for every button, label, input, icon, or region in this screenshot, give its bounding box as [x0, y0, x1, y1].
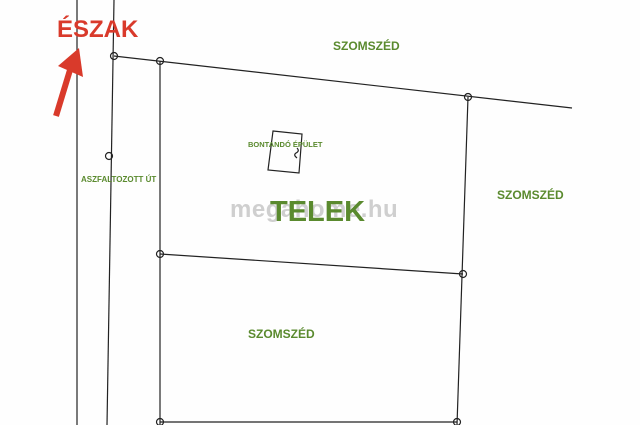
- survey-point: [155, 56, 165, 66]
- building-outline: [267, 130, 303, 174]
- label-road: ASZFALTOZOTT ÚT: [81, 175, 157, 184]
- label-plot: TELEK: [270, 196, 366, 228]
- north-arrow-icon: [53, 48, 83, 117]
- plot-east-boundary: [456, 96, 469, 425]
- building-mark: [294, 147, 299, 159]
- label-neighbor-bottom: SZOMSZÉD: [248, 327, 315, 341]
- survey-point: [109, 51, 119, 61]
- label-neighbor-top: SZOMSZÉD: [333, 39, 400, 53]
- survey-point: [104, 151, 114, 161]
- north-label: ÉSZAK: [57, 16, 139, 43]
- watermark: megahome.hu: [230, 196, 399, 223]
- survey-point: [155, 417, 165, 425]
- survey-point: [155, 249, 165, 259]
- plot-south-boundary: [159, 253, 464, 275]
- survey-point: [463, 92, 473, 102]
- road-edge-right: [106, 0, 115, 425]
- survey-point: [452, 417, 462, 425]
- label-neighbor-right: SZOMSZÉD: [497, 188, 564, 202]
- plot-north-boundary: [113, 55, 573, 109]
- survey-point: [458, 269, 468, 279]
- label-building: BONTANDÓ ÉPÜLET: [248, 140, 323, 149]
